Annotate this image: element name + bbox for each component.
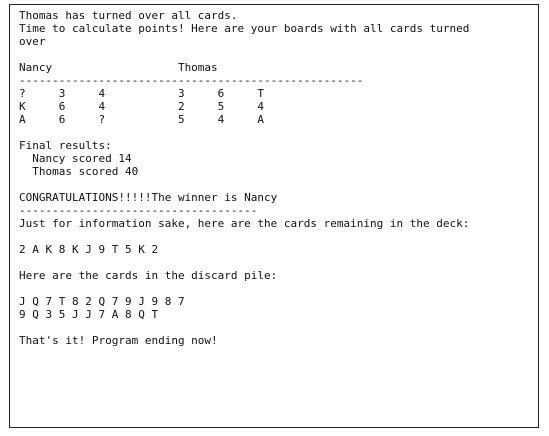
discard-cards: 9 Q 3 5 J J 7 A 8 Q T [19,308,159,321]
score-line-thomas: Thomas scored 40 [19,165,139,178]
blank-line [19,48,538,61]
board-row: A 6 ? 5 4 A [19,113,265,126]
status-line: Thomas has turned over all cards. [19,9,238,22]
results-heading: Final results: [19,139,112,152]
deck-heading: Just for information sake, here are the … [19,217,470,230]
board-divider: ----------------------------------------… [19,74,364,87]
discard-cards: J Q 7 T 8 2 Q 7 9 J 9 8 7 [19,295,185,308]
blank-line [19,230,538,243]
discard-heading: Here are the cards in the discard pile: [19,269,278,282]
board-row: K 6 4 2 5 4 [19,100,265,113]
blank-line [19,178,538,191]
winner-divider: ------------------------------------ [19,204,258,217]
winner-line: CONGRATULATIONS!!!!!The winner is Nancy [19,191,278,204]
ending-line: That's it! Program ending now! [19,334,218,347]
console-output: Thomas has turned over all cards. Time t… [9,4,539,428]
board-row: ? 3 4 3 6 T [19,87,265,100]
blank-line [19,282,538,295]
blank-line [19,126,538,139]
deck-cards: 2 A K 8 K J 9 T 5 K 2 [19,243,159,256]
score-line-nancy: Nancy scored 14 [19,152,132,165]
blank-line [19,256,538,269]
prompt-line-continued: over [19,35,46,48]
board-header: Nancy Thomas [19,61,218,74]
blank-line [19,321,538,334]
prompt-line: Time to calculate points! Here are your … [19,22,470,35]
